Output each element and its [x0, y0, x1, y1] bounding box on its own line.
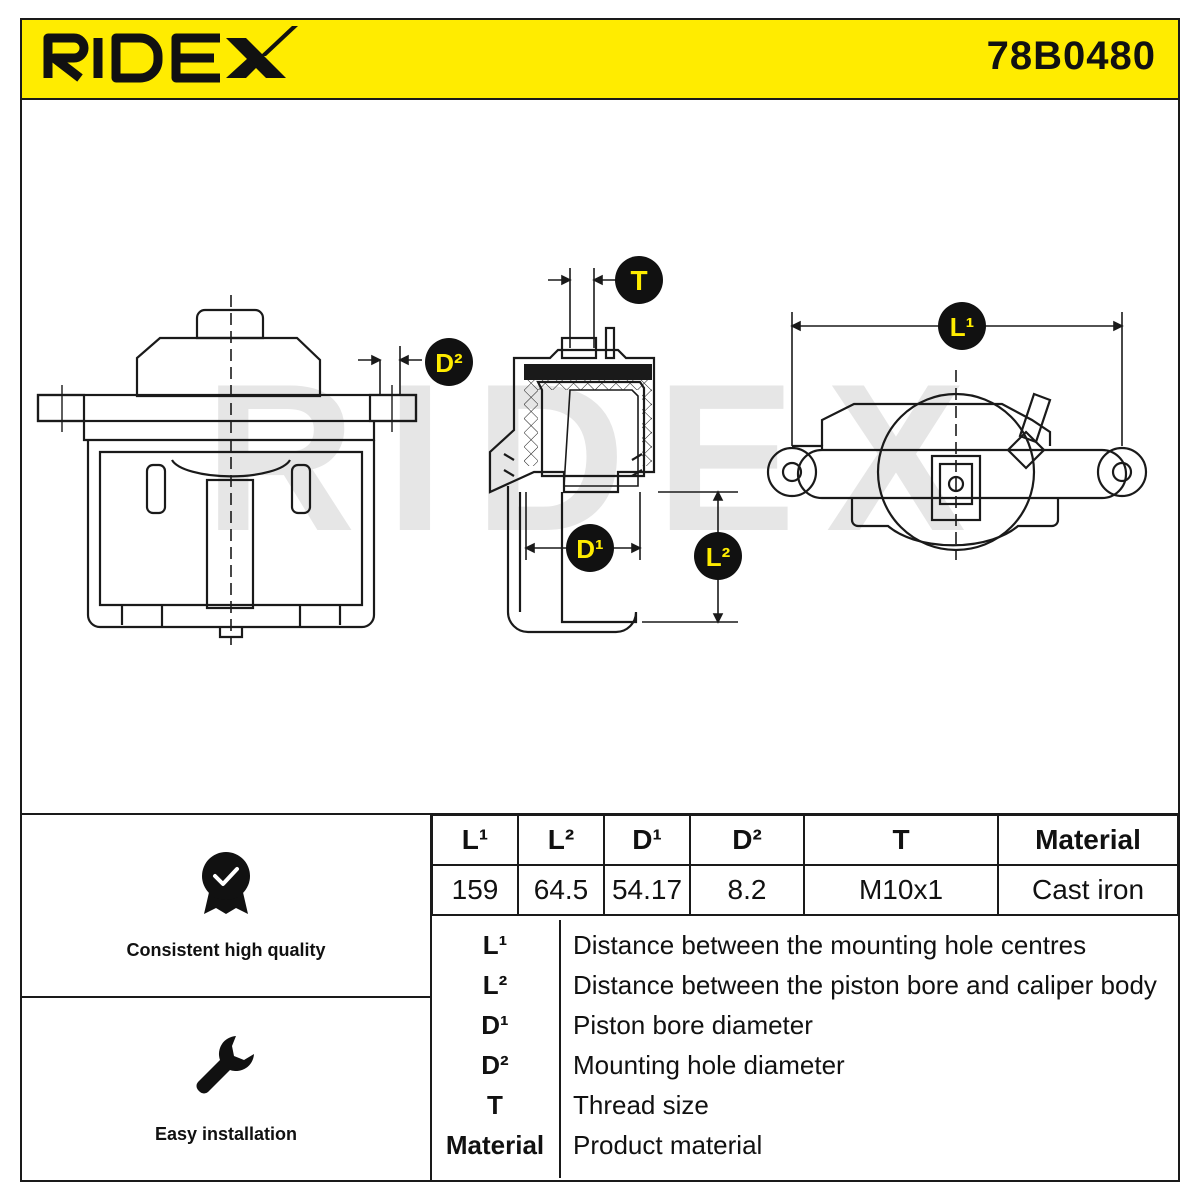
legend-separator: [559, 920, 561, 1178]
legend-key: L²: [482, 970, 508, 1000]
legend-row: D² Mounting hole diameter: [431, 1050, 1180, 1090]
legend-desc: Thread size: [573, 1090, 709, 1120]
legend-desc: Product material: [573, 1130, 763, 1160]
legend-key: T: [487, 1090, 503, 1120]
ridex-logo: [43, 26, 298, 83]
legend-key: L¹: [482, 930, 508, 960]
svg-text:T: T: [630, 265, 647, 296]
caliper-technical-drawing: RIDEX: [36, 256, 1148, 645]
legend-row: Material Product material: [431, 1130, 1180, 1170]
badge-d1: D¹: [566, 524, 614, 572]
spec-value-d2: 8.2: [689, 864, 805, 916]
legend-desc: Distance between the mounting hole centr…: [573, 930, 1087, 960]
quality-badge-icon: [202, 852, 250, 914]
badge-l1: L¹: [938, 302, 986, 350]
spec-header-t: T: [803, 814, 999, 866]
spec-value-l1: 159: [431, 864, 519, 916]
legend-row: L² Distance between the piston bore and …: [431, 970, 1180, 1010]
legend-row: L¹ Distance between the mounting hole ce…: [431, 930, 1180, 970]
spec-value-material: Cast iron: [997, 864, 1179, 916]
section-divider: [20, 813, 1180, 815]
badge-t: T: [615, 256, 663, 304]
feature-divider: [20, 996, 431, 998]
svg-text:D²: D²: [435, 348, 463, 378]
svg-text:L²: L²: [706, 542, 731, 572]
dimension-legend: L¹ Distance between the mounting hole ce…: [431, 914, 1180, 1182]
svg-text:L¹: L¹: [950, 312, 975, 342]
column-divider: [430, 813, 432, 1182]
legend-desc: Distance between the piston bore and cal…: [573, 970, 1157, 1000]
spec-value-t: M10x1: [803, 864, 999, 916]
wrench-icon: [196, 1036, 254, 1094]
t-dimension: [548, 268, 620, 348]
legend-desc: Mounting hole diameter: [573, 1050, 845, 1080]
spec-header-d2: D²: [689, 814, 805, 866]
section-rim: [524, 364, 652, 380]
spec-header-d1: D¹: [603, 814, 691, 866]
legend-key: D²: [481, 1050, 509, 1080]
legend-row: D¹ Piston bore diameter: [431, 1010, 1180, 1050]
legend-key: D¹: [481, 1010, 509, 1040]
spec-header-l1: L¹: [431, 814, 519, 866]
svg-text:D¹: D¹: [576, 534, 603, 564]
legend-row: T Thread size: [431, 1090, 1180, 1130]
feature-installation-label: Easy installation: [154, 1124, 298, 1144]
spec-header-material: Material: [997, 814, 1179, 866]
spec-value-d1: 54.17: [603, 864, 691, 916]
spec-value-l2: 64.5: [517, 864, 605, 916]
section-hatch: [524, 380, 652, 466]
badge-d2: D²: [425, 338, 473, 386]
spec-value-row: 159 64.5 54.17 8.2 M10x1 Cast iron: [431, 864, 1179, 916]
spec-header-l2: L²: [517, 814, 605, 866]
d2-dimension: [358, 346, 422, 396]
part-number: 78B0480: [986, 34, 1156, 78]
side-view: [766, 370, 1148, 560]
badge-l2: L²: [694, 532, 742, 580]
feature-quality-label: Consistent high quality: [126, 940, 326, 960]
front-view: [36, 295, 418, 645]
legend-key: Material: [445, 1130, 545, 1160]
spec-header-row: L¹ L² D¹ D² T Material: [431, 814, 1179, 866]
spec-table: L¹ L² D¹ D² T Material 159 64.5 54.17 8.…: [431, 814, 1179, 916]
legend-desc: Piston bore diameter: [573, 1010, 813, 1040]
